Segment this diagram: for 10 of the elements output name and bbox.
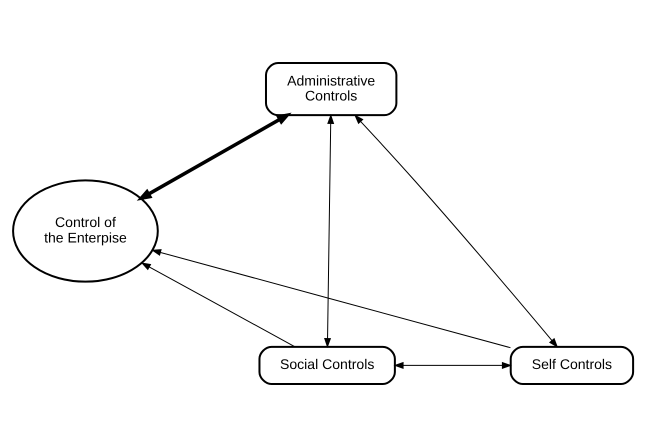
arrow [394,361,512,368]
node-box: Administrative Controls [264,62,398,116]
node-ellipse: Control of the Enterpise [12,178,159,282]
arrow [140,262,296,347]
arrow [136,112,292,200]
arrow [354,114,558,348]
node-box: Self Controls [510,345,634,384]
arrow [151,248,511,348]
arrow [324,113,334,348]
node-box: Social Controls [258,345,396,384]
